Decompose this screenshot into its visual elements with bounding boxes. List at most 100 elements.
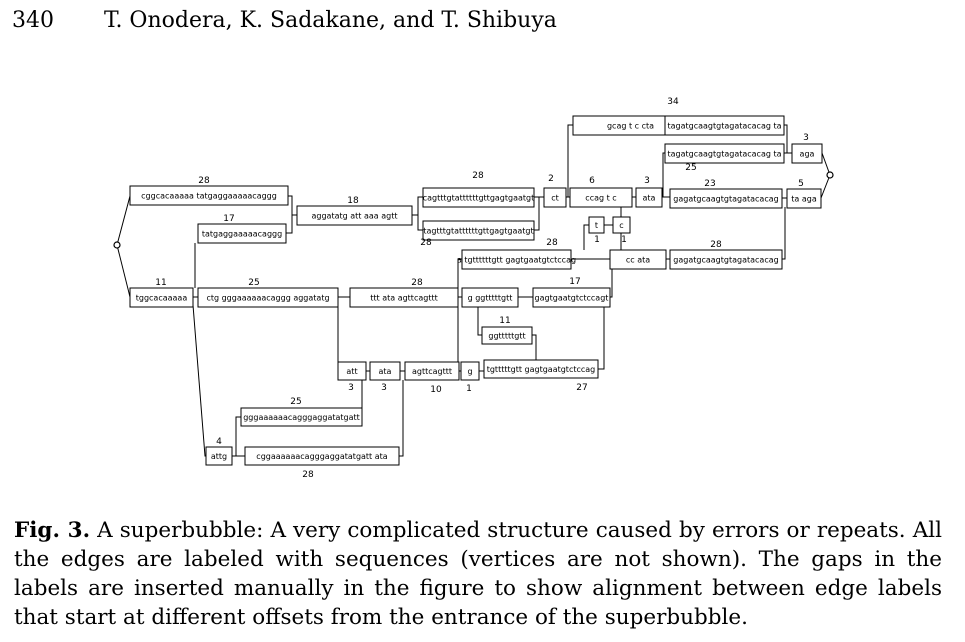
- figure-label: Fig. 3.: [14, 518, 91, 543]
- edge-box: [349, 287, 459, 308]
- edge-box: [404, 361, 460, 381]
- edge-sequence-label: agttcagttt: [412, 367, 452, 376]
- edge-length-label: 28: [710, 240, 722, 250]
- edge-sequence-label: ata: [643, 194, 656, 203]
- edge-sequence-label: c: [619, 221, 623, 230]
- edge-length-label: 3: [381, 383, 387, 393]
- edge-length-label: 5: [798, 179, 804, 189]
- edge-sequence-label: cggaaaaaacagggaggatatgatt ata: [256, 452, 387, 461]
- connector-line: [821, 152, 831, 176]
- edge-length-label: 25: [248, 278, 259, 288]
- edge-sequence-label: gggaaaaaacagggaggatatgatt: [243, 413, 360, 422]
- edge-box: [664, 143, 785, 164]
- edge-sequence-label: tgtttttgtt gagtgaatgtctccag: [487, 365, 596, 374]
- edge-box: [205, 446, 233, 466]
- edge-sequence-label: ttt ata agttcagttt: [370, 294, 437, 303]
- edge-box: [588, 216, 605, 234]
- connector-line: [784, 124, 792, 154]
- edge-length-label: 28: [472, 171, 484, 181]
- edge-box: [532, 287, 611, 308]
- edge-sequence-label: cc ata: [626, 256, 650, 265]
- edge-length-label: 3: [348, 383, 354, 393]
- edge-length-label: 3: [644, 176, 650, 186]
- connector-line: [116, 195, 131, 246]
- edge-sequence-label: ctg gggaaaaaacaggg aggatatg: [206, 294, 329, 303]
- connector-line: [232, 416, 241, 457]
- edge-length-label: 28: [198, 176, 210, 186]
- edge-sequence-label: cagtttgtattttttgttgagtgaatgt: [423, 194, 535, 203]
- edge-sequence-label: ccag t c: [585, 194, 616, 203]
- connector-line: [399, 380, 404, 457]
- page-number: 340: [12, 8, 54, 33]
- edge-length-label: 28: [411, 278, 423, 288]
- edge-length-label: 1: [594, 235, 600, 245]
- edge-sequence-label: gagatgcaagtgtagatacacag: [673, 256, 778, 265]
- edge-sequence-label: gagatgcaagtgtagatacacag: [673, 195, 778, 204]
- edge-box: [669, 249, 783, 270]
- edge-length-label: 6: [589, 176, 595, 186]
- edge-box: [543, 187, 567, 208]
- connector-line: [532, 334, 537, 360]
- connector-line: [412, 196, 423, 216]
- edge-sequence-label: tagtttgtattttttgttgagtgaatgt: [423, 227, 533, 236]
- connector-line: [116, 244, 131, 298]
- connector-line: [286, 215, 293, 234]
- edge-length-label: 34: [667, 97, 679, 107]
- edge-sequence-label: tggcacaaaaa: [136, 294, 188, 303]
- edge-length-label: 1: [621, 235, 627, 245]
- edge-box: [244, 446, 400, 466]
- connector-line: [288, 195, 297, 216]
- edge-length-label: 28: [302, 470, 314, 480]
- edge-box: [129, 287, 194, 308]
- edge-box: [197, 287, 339, 308]
- connector-line: [534, 197, 540, 231]
- connector-line: [566, 124, 573, 198]
- edge-box: [197, 223, 287, 244]
- edge-box: [669, 188, 783, 209]
- edge-sequence-label: t: [595, 221, 598, 230]
- edge-box: [337, 361, 367, 381]
- connector-line: [417, 215, 423, 231]
- edge-box: [569, 187, 633, 208]
- edge-sequence-label: attg: [211, 452, 227, 461]
- edge-length-label: 28: [546, 238, 558, 248]
- edge-sequence-label: gagtgaatgtctccagt: [535, 294, 609, 303]
- edge-box: [461, 249, 572, 270]
- edge-box: [481, 326, 533, 345]
- edge-length-label: 11: [155, 278, 166, 288]
- superbubble-figure: cggcacaaaaa tatgaggaaaaacaggg tatgaggaaaa…: [113, 97, 834, 480]
- edge-box: [422, 220, 535, 241]
- edge-sequence-label: tatgaggaaaaacaggg: [202, 230, 282, 239]
- edge-box: [129, 185, 289, 206]
- edge-box: [460, 361, 480, 381]
- edge-sequence-label: cggcacaaaaa tatgaggaaaaacaggg: [141, 192, 277, 201]
- connector-line: [610, 269, 613, 298]
- edge-box: [791, 143, 823, 164]
- connector-line: [782, 207, 786, 260]
- source-node: [113, 241, 121, 249]
- edge-box: [483, 359, 599, 379]
- edge-sequence-label: ct: [551, 194, 559, 203]
- edge-sequence-label: aggatatg att aaa agtt: [312, 212, 398, 221]
- edge-box: [612, 216, 631, 234]
- edge-length-label: 25: [685, 163, 696, 173]
- edge-sequence-label: att: [346, 367, 357, 376]
- figure-caption: Fig. 3. A superbubble: A very complicate…: [14, 516, 942, 632]
- connector-line: [820, 174, 831, 199]
- edge-sequence-label: gcag t c cta: [607, 122, 654, 131]
- edge-box: [664, 115, 785, 136]
- edge-length-label: 28: [420, 238, 432, 248]
- edge-sequence-label: ggtttttgtt: [488, 332, 525, 341]
- edge-sequence-label: tagatgcaagtgtagatacacag ta: [667, 122, 781, 131]
- edge-length-label: 17: [569, 277, 580, 287]
- edge-box: [609, 249, 667, 270]
- edge-sequence-label: tagatgcaagtgtagatacacag ta: [667, 150, 781, 159]
- edge-length-label: 18: [347, 196, 359, 206]
- edge-sequence-label: g ggtttttgtt: [468, 294, 513, 303]
- running-head-authors: T. Onodera, K. Sadakane, and T. Shibuya: [104, 8, 557, 33]
- edge-length-label: 17: [223, 214, 234, 224]
- edge-length-label: 27: [576, 383, 587, 393]
- edge-box: [461, 287, 519, 308]
- caption-text: A superbubble: A very complicated struct…: [14, 518, 942, 630]
- edge-box: [786, 188, 822, 209]
